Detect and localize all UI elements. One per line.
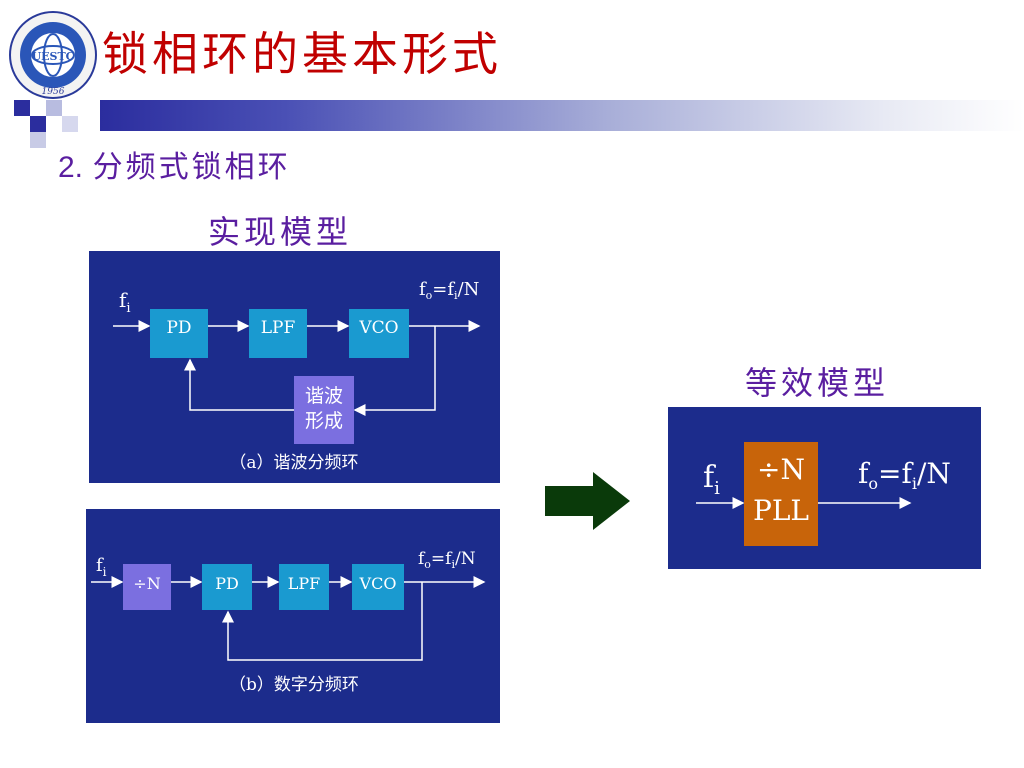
vco-block-label: VCO <box>358 318 398 338</box>
lpf-block-label: LPF <box>288 574 321 593</box>
divide-n-block-label: ÷N <box>133 574 160 593</box>
panel-a-harmonic-loop: fi PD LPF VCO fo=fi/N 谐波 形成 （a）谐波分频环 <box>89 251 500 483</box>
decor-square <box>30 116 46 132</box>
section-number: 2. <box>58 151 84 184</box>
divide-n-pll-line2: PLL <box>753 494 809 527</box>
logo-text: UESTC <box>32 50 75 63</box>
equiv-output-label: fo=fi/N <box>858 457 951 493</box>
panel-a-input-label: fi <box>119 288 131 316</box>
university-logo: UESTC 1956 <box>9 11 97 99</box>
equiv-input-label: fi <box>703 460 720 499</box>
slide-title: 锁相环的基本形式 <box>102 27 502 81</box>
impl-model-label: 实现模型 <box>208 213 353 251</box>
panel-b-background <box>86 509 500 723</box>
panel-a-background <box>89 251 500 483</box>
equiv-panel-background <box>668 407 981 569</box>
decor-square <box>30 132 46 148</box>
decor-square <box>14 100 30 116</box>
pd-block <box>150 309 208 358</box>
equivalent-model-panel: fi ÷N PLL fo=fi/N <box>668 407 981 569</box>
equivalence-arrow-icon <box>545 472 630 530</box>
lpf-block-label: LPF <box>261 318 296 338</box>
divide-n-block <box>123 564 171 610</box>
panel-a-caption: （a）谐波分频环 <box>229 453 358 473</box>
section-heading: 2. 分频式锁相环 <box>58 142 291 186</box>
vco-block <box>349 309 409 358</box>
panel-b-digital-loop: fi ÷N PD LPF VCO fo=fi/N （b）数字分频环 <box>86 509 500 723</box>
decor-square <box>62 116 78 132</box>
panel-b-input-label: fi <box>96 555 107 579</box>
harmonic-shaping-block <box>294 376 354 444</box>
panel-b-output-label: fo=fi/N <box>418 549 476 571</box>
pd-block <box>202 564 252 610</box>
logo-year: 1956 <box>42 87 65 97</box>
pd-block-label: PD <box>215 574 239 593</box>
equiv-model-label: 等效模型 <box>745 364 890 402</box>
panel-a-output-label: fo=fi/N <box>419 279 479 302</box>
harmonic-shaping-line2: 形成 <box>305 410 343 432</box>
lpf-block <box>249 309 307 358</box>
panel-b-caption: （b）数字分频环 <box>229 675 359 695</box>
pd-block-label: PD <box>166 318 191 338</box>
section-text: 分频式锁相环 <box>92 150 291 185</box>
harmonic-shaping-line1: 谐波 <box>305 385 343 407</box>
decor-square <box>46 100 62 116</box>
lpf-block <box>279 564 329 610</box>
header-bar <box>100 100 1024 131</box>
divide-n-pll-line1: ÷N <box>757 453 805 486</box>
vco-block <box>352 564 404 610</box>
vco-block-label: VCO <box>359 574 397 593</box>
divide-n-pll-block <box>744 442 818 546</box>
